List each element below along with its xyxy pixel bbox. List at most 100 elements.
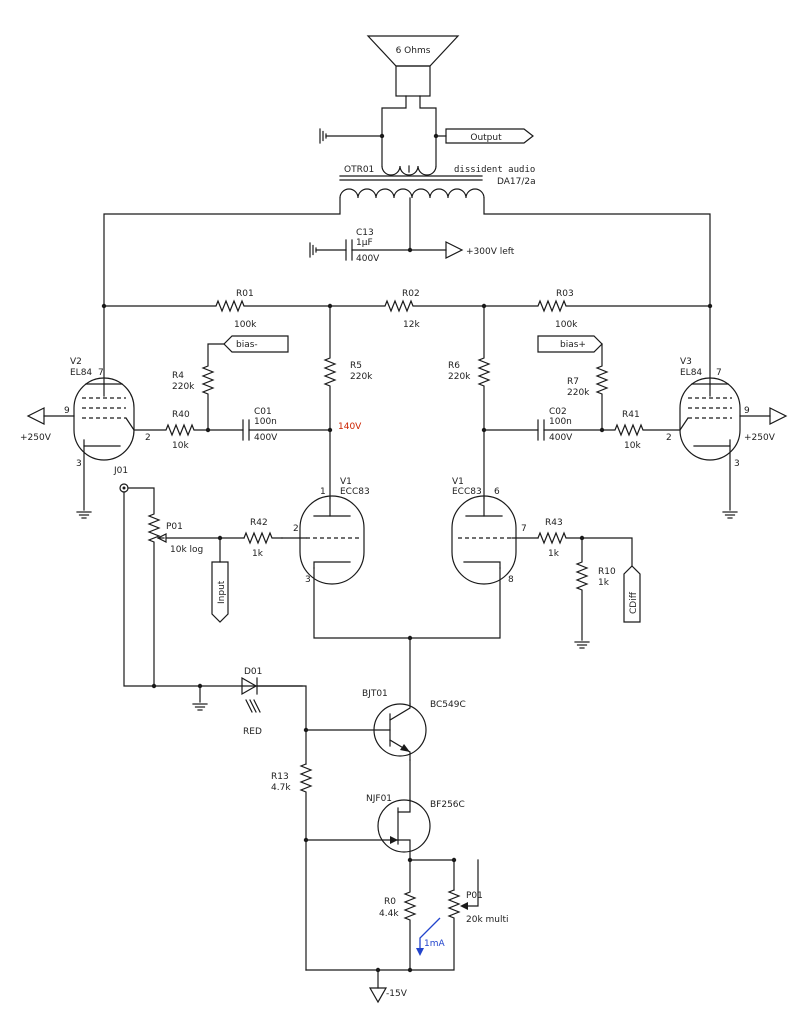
v2-type: EL84 <box>70 368 92 378</box>
v1a-pin-plate: 1 <box>320 487 326 497</box>
ground-symbol <box>319 128 327 144</box>
j01-jack: J01 <box>113 466 129 493</box>
v2-pin-g2: 9 <box>64 406 70 416</box>
c13-value: 1µF <box>356 238 373 248</box>
ground-symbol <box>574 641 590 649</box>
r42-ref: R42 <box>250 518 268 528</box>
r4-ref: R4 <box>172 371 184 381</box>
current-label: 1mA <box>424 939 445 949</box>
r0-ref: R0 <box>384 897 396 907</box>
d01-color: RED <box>243 727 262 737</box>
v1b-ref: V1 <box>452 477 464 487</box>
ground-symbol <box>722 511 738 519</box>
transformer-maker: dissident audio <box>454 165 535 175</box>
bjt01-type: BC549C <box>430 700 466 710</box>
v3-pin-g2: 9 <box>744 406 750 416</box>
r0-value: 4.4k <box>379 909 399 919</box>
v1b-ecc83-triode: V1 ECC83 6 7 8 <box>451 477 539 585</box>
c02-voltage: 400V <box>549 433 573 443</box>
r13-value: 4.7k <box>271 783 291 793</box>
c01-voltage: 400V <box>254 433 278 443</box>
r02-ref: R02 <box>402 289 420 299</box>
supply-300v-label: +300V left <box>466 247 515 257</box>
bias-plus-label: bias+ <box>560 340 586 350</box>
cdiff-port-label: CDiff <box>629 591 639 614</box>
supply-neg-15v: -15V <box>368 987 408 1004</box>
bias-plus-port: bias+ <box>537 335 603 353</box>
r42-value: 1k <box>252 549 264 559</box>
v2-supply-label: +250V <box>20 433 52 443</box>
v1a-ref: V1 <box>340 477 352 487</box>
v1b-pin-grid: 7 <box>521 524 527 534</box>
v1b-pin-cathode: 8 <box>508 575 514 585</box>
v2-pin-grid: 2 <box>145 433 151 443</box>
r4-value: 220k <box>172 382 195 392</box>
r5-value: 220k <box>350 372 373 382</box>
bjt01-ref: BJT01 <box>362 689 388 699</box>
c13-ref: C13 <box>356 228 374 238</box>
v3-el84-tube: V3 EL84 7 9 2 3 <box>666 357 750 469</box>
cdiff-port: CDiff <box>623 565 641 623</box>
v1a-pin-grid: 2 <box>293 524 299 534</box>
v1b-type: ECC83 <box>452 487 482 497</box>
v3-pin-grid: 2 <box>666 433 672 443</box>
c01-value: 100n <box>254 417 277 427</box>
supply-250v-right: +250V <box>744 407 788 443</box>
v3-pin-cathode: 3 <box>734 459 740 469</box>
speaker: 6 Ohms <box>366 35 460 97</box>
r43-value: 1k <box>548 549 560 559</box>
output-transformer: OTR01 dissident audio DA17/2a <box>339 165 536 199</box>
r01-value: 100k <box>234 320 257 330</box>
ground-symbol <box>192 703 208 711</box>
c02-value: 100n <box>549 417 572 427</box>
supply-300v-left: +300V left <box>445 241 515 259</box>
input-port-label: Input <box>217 580 227 604</box>
r7-ref: R7 <box>567 377 579 387</box>
p01-vol-value: 10k log <box>170 545 203 555</box>
speaker-label: 6 Ohms <box>396 46 431 56</box>
j01-ref: J01 <box>113 466 128 476</box>
r7-value: 220k <box>567 388 590 398</box>
v2-ref: V2 <box>70 357 82 367</box>
r02-value: 12k <box>403 320 420 330</box>
current-annotation: 1mA <box>416 917 445 956</box>
v1a-type: ECC83 <box>340 487 370 497</box>
output-port-label: Output <box>470 133 502 143</box>
c01-ref: C01 <box>254 407 272 417</box>
v1a-ecc83-triode: V1 ECC83 1 2 3 <box>281 477 370 585</box>
bias-minus-label: bias- <box>236 340 258 350</box>
v2-el84-tube: V2 EL84 7 9 2 3 <box>64 357 151 469</box>
r43-ref: R43 <box>545 518 563 528</box>
v2-pin-cathode: 3 <box>76 459 82 469</box>
d01-ref: D01 <box>244 667 262 677</box>
r40-value: 10k <box>172 441 189 451</box>
r10-ref: R10 <box>598 567 616 577</box>
r10-value: 1k <box>598 578 610 588</box>
p01-vol-ref: P01 <box>166 522 183 532</box>
ground-symbol <box>76 511 92 519</box>
r03-ref: R03 <box>556 289 574 299</box>
plate-voltage-note: 140V <box>338 422 362 432</box>
v3-pin-plate: 7 <box>716 368 722 378</box>
r6-ref: R6 <box>448 361 460 371</box>
r40-ref: R40 <box>172 410 190 420</box>
bias-minus-port: bias- <box>223 335 289 353</box>
v3-type: EL84 <box>680 368 702 378</box>
supply-neg-label: -15V <box>386 989 408 999</box>
r6-value: 220k <box>448 372 471 382</box>
p01-trim-ref: P01 <box>466 891 483 901</box>
v3-ref: V3 <box>680 357 692 367</box>
r03-value: 100k <box>555 320 578 330</box>
supply-250v-left: +250V <box>20 407 52 443</box>
c02-ref: C02 <box>549 407 567 417</box>
njf01-type: BF256C <box>430 800 465 810</box>
njf01-ref: NJF01 <box>366 794 392 804</box>
v1a-pin-cathode: 3 <box>305 575 311 585</box>
r01-ref: R01 <box>236 289 254 299</box>
c13-voltage: 400V <box>356 254 380 264</box>
transformer-model: DA17/2a <box>497 177 536 187</box>
r13-ref: R13 <box>271 772 289 782</box>
v1b-pin-plate: 6 <box>494 487 500 497</box>
r5-ref: R5 <box>350 361 362 371</box>
